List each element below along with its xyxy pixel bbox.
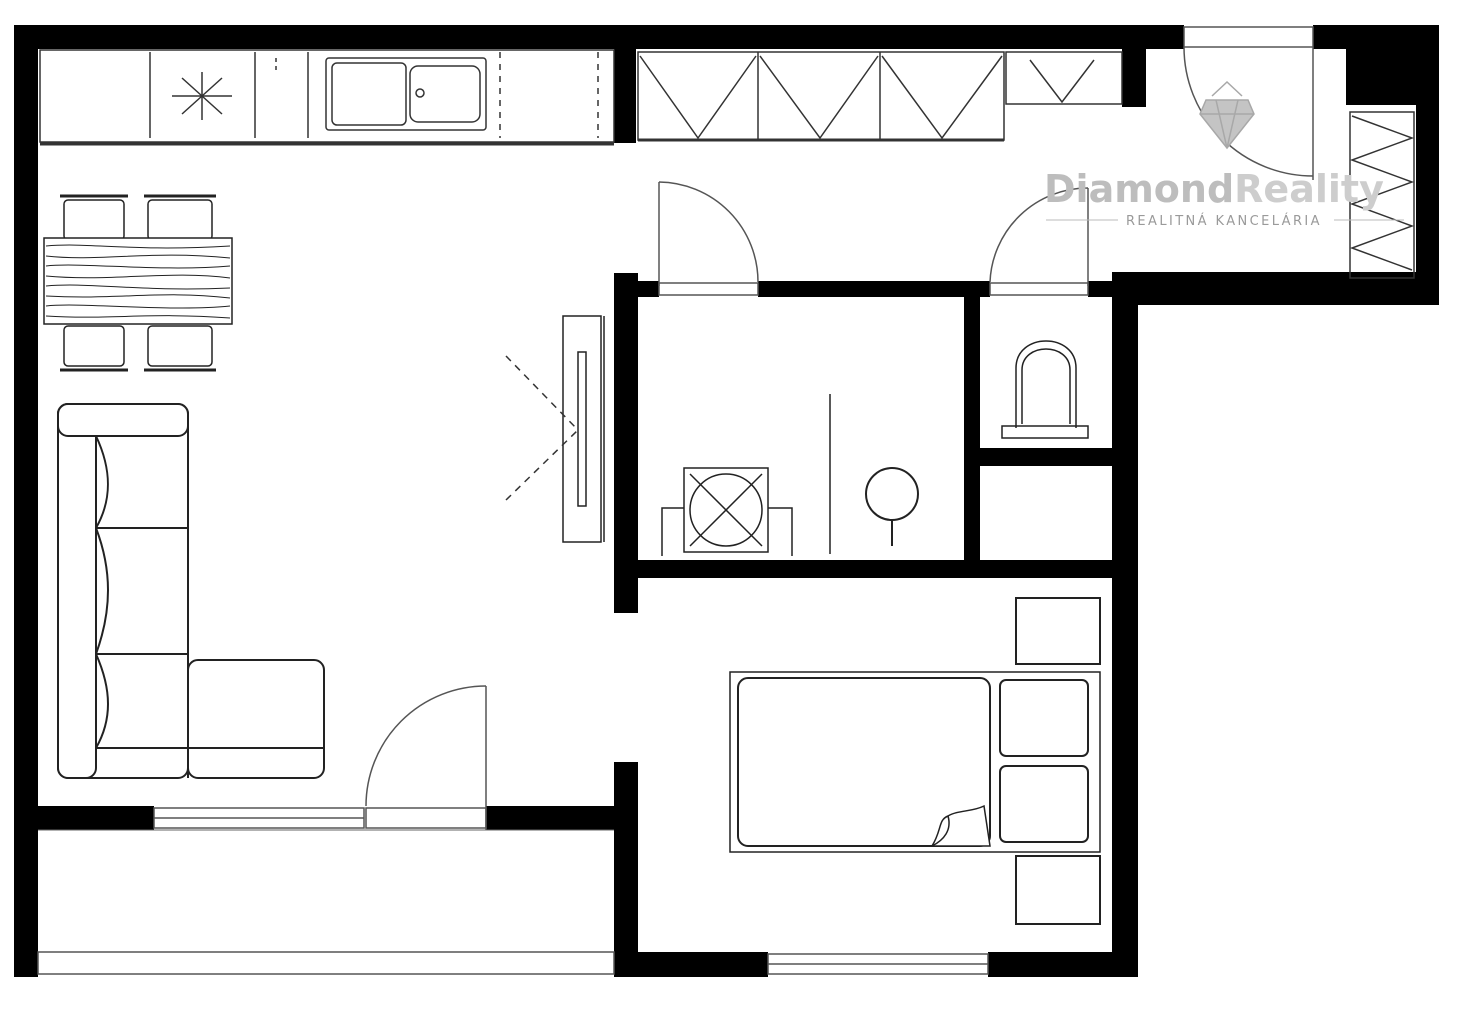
toilet-icon <box>1001 340 1089 439</box>
cooktop-icon <box>172 72 232 120</box>
opening-entrance <box>1183 26 1314 48</box>
dining-chair <box>63 325 125 367</box>
watermark-brand-part2: Reality <box>1234 167 1384 211</box>
sink-icon <box>325 57 487 131</box>
shower-icon <box>865 467 919 546</box>
wardrobe-top <box>637 51 1123 142</box>
watermark: DiamondReality REALITNÁ KANCELÁRIA <box>1044 80 1404 229</box>
walls <box>14 25 1439 977</box>
window-balcony <box>37 951 615 975</box>
bed-pillow <box>999 679 1089 757</box>
svg-text:DiamondReality: DiamondReality <box>1044 167 1384 211</box>
tv-unit <box>562 315 605 543</box>
dining-chair <box>147 199 213 241</box>
kitchen-counter <box>39 49 615 146</box>
windows <box>37 26 1314 975</box>
watermark-tagline: REALITNÁ KANCELÁRIA <box>1126 213 1322 229</box>
watermark-brand-part1: Diamond <box>1044 167 1234 211</box>
bed <box>729 671 1101 853</box>
tv-view-lines <box>505 355 579 501</box>
wc-door <box>989 187 1089 296</box>
bathroom-door <box>658 181 759 296</box>
dining-table <box>43 237 233 325</box>
washing-machine <box>661 467 793 556</box>
nightstand <box>1015 597 1101 665</box>
dining-chair <box>147 325 213 367</box>
corner-sofa <box>57 403 325 779</box>
balcony-door <box>365 685 487 830</box>
nightstands <box>1015 597 1101 925</box>
shoe-rack <box>1349 111 1415 279</box>
nightstand <box>1015 855 1101 925</box>
dining-chair <box>63 199 125 241</box>
bed-pillow <box>999 765 1089 843</box>
dining-set <box>43 194 233 372</box>
diamond-icon <box>1199 80 1255 150</box>
